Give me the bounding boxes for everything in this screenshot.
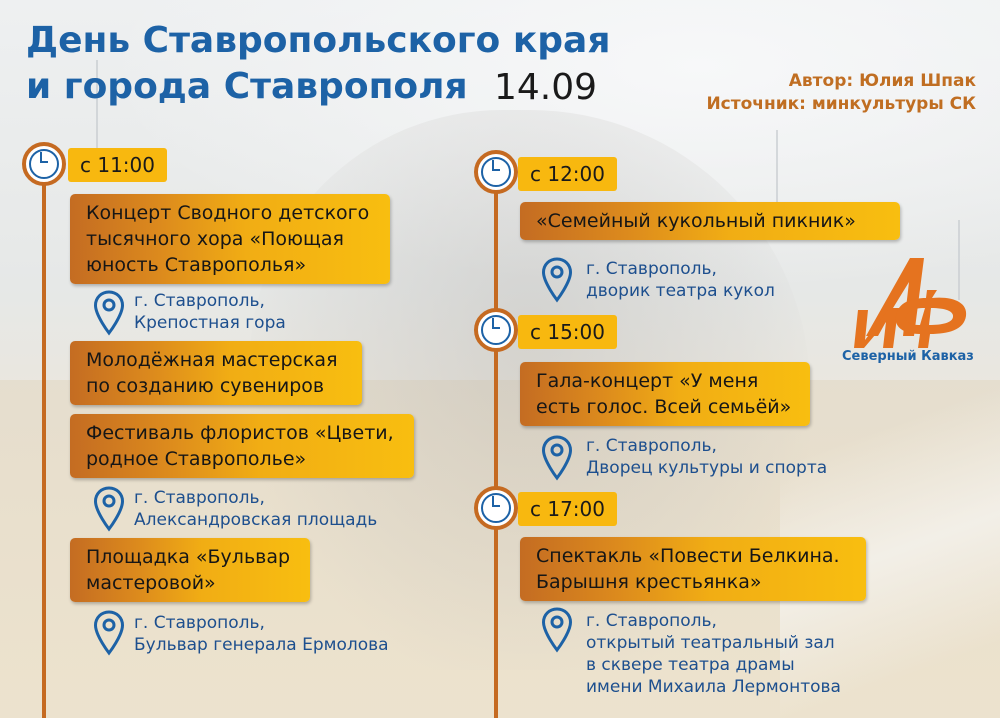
location-line: г. Ставрополь, bbox=[134, 613, 265, 633]
map-pin-icon bbox=[541, 607, 573, 653]
event-card-puppet-picnic: «Семейный кукольный пикник» bbox=[520, 202, 900, 240]
time-badge-1200: с 12:00 bbox=[518, 157, 617, 191]
location-line: г. Ставрополь, bbox=[134, 291, 265, 311]
location-line: г. Ставрополь, bbox=[586, 259, 717, 279]
location-line: Крепостная гора bbox=[134, 313, 286, 333]
location-line: Дворец культуры и спорта bbox=[586, 458, 828, 478]
clock-icon bbox=[22, 142, 66, 186]
event-card-boulevard: Площадка «Бульвар мастеровой» bbox=[70, 538, 310, 602]
title-line-1: День Ставропольского края bbox=[26, 20, 611, 61]
event-location-belkin-play: г. Ставрополь, открытый театральный зал … bbox=[586, 610, 841, 698]
event-card-gala-concert: Гала-концерт «У меня есть голос. Всей се… bbox=[520, 362, 810, 426]
left-timeline-line bbox=[42, 180, 46, 718]
credits: Автор: Юлия Шпак Источник: минкультуры С… bbox=[706, 70, 976, 116]
clock-icon bbox=[474, 308, 518, 352]
title-line-2: и города Ставрополя bbox=[26, 66, 468, 107]
time-badge-1700: с 17:00 bbox=[518, 492, 617, 526]
page-title: День Ставропольского края и города Ставр… bbox=[26, 18, 610, 110]
background-wind-turbine bbox=[776, 130, 778, 240]
clock-icon bbox=[474, 486, 518, 530]
event-card-choir: Концерт Сводного детского тысячного хора… bbox=[70, 194, 390, 284]
location-line: открытый театральный зал bbox=[586, 633, 835, 653]
source-credit: Источник: минкультуры СК bbox=[706, 94, 976, 114]
logo-subtitle: Северный Кавказ bbox=[842, 349, 974, 364]
map-pin-icon bbox=[541, 435, 573, 481]
time-badge-1100: с 11:00 bbox=[68, 148, 167, 182]
event-location-choir: г. Ставрополь, Крепостная гора bbox=[134, 290, 286, 334]
background-wind-turbine bbox=[958, 220, 960, 300]
map-pin-icon bbox=[93, 610, 125, 656]
location-line: в сквере театра драмы bbox=[586, 655, 795, 675]
map-pin-icon bbox=[541, 257, 573, 303]
clock-icon bbox=[474, 150, 518, 194]
event-location-puppet-picnic: г. Ставрополь, дворик театра кукол bbox=[586, 258, 775, 302]
event-card-belkin-play: Спектакль «Повести Белкина. Барышня крес… bbox=[520, 537, 866, 601]
time-badge-1500: с 15:00 bbox=[518, 315, 617, 349]
event-card-souvenir-workshop: Молодёжная мастерская по созданию сувени… bbox=[70, 341, 362, 405]
event-location-gala-concert: г. Ставрополь, Дворец культуры и спорта bbox=[586, 435, 827, 479]
location-line: г. Ставрополь, bbox=[586, 436, 717, 456]
location-line: Александровская площадь bbox=[134, 510, 378, 530]
map-pin-icon bbox=[93, 290, 125, 336]
location-line: Бульвар генерала Ермолова bbox=[134, 635, 389, 655]
location-line: дворик театра кукол bbox=[586, 281, 775, 301]
author-credit: Автор: Юлия Шпак bbox=[788, 71, 976, 91]
event-location-boulevard: г. Ставрополь, Бульвар генерала Ермолова bbox=[134, 612, 389, 656]
event-date: 14.09 bbox=[494, 67, 598, 108]
event-card-florist-festival: Фестиваль флористов «Цвети, родное Ставр… bbox=[70, 414, 414, 478]
map-pin-icon bbox=[93, 486, 125, 532]
location-line: имени Михаила Лермонтова bbox=[586, 677, 841, 697]
location-line: г. Ставрополь, bbox=[586, 611, 717, 631]
aif-logo bbox=[854, 258, 967, 348]
event-location-florist: г. Ставрополь, Александровская площадь bbox=[134, 487, 377, 531]
location-line: г. Ставрополь, bbox=[134, 488, 265, 508]
background-wind-turbine bbox=[96, 60, 98, 180]
right-timeline-line bbox=[494, 190, 498, 718]
